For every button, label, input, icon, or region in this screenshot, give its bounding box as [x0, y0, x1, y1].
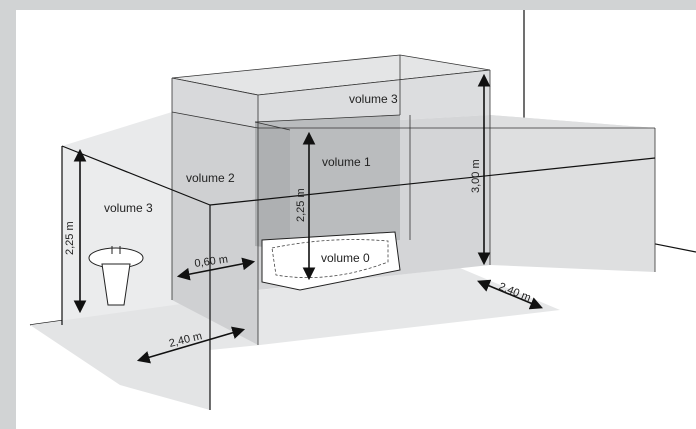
label-volume-1: volume 1 — [322, 155, 371, 169]
zone-edges — [61, 55, 656, 410]
dimension-arrows — [73, 73, 543, 364]
dim-label-wall-height-left: 2,25 m — [64, 221, 76, 255]
bathtub — [261, 231, 401, 291]
arrow-vol3-width-right — [477, 279, 543, 310]
dim-label-vol3-height: 3,00 m — [470, 159, 482, 193]
volume-1-region — [255, 115, 400, 250]
arrow-vol3-width-front — [136, 326, 246, 364]
dim-label-vol2-width: 0,60 m — [194, 253, 229, 270]
label-volume-0: volume 0 — [321, 251, 370, 265]
washbasin — [88, 246, 144, 306]
arrow-vol2-width — [176, 257, 256, 281]
label-volume-3-top: volume 3 — [349, 92, 398, 106]
label-volume-2: volume 2 — [186, 171, 235, 185]
label-volume-3-left: volume 3 — [104, 201, 153, 215]
dim-label-vol1-height: 2,25 m — [295, 188, 307, 222]
